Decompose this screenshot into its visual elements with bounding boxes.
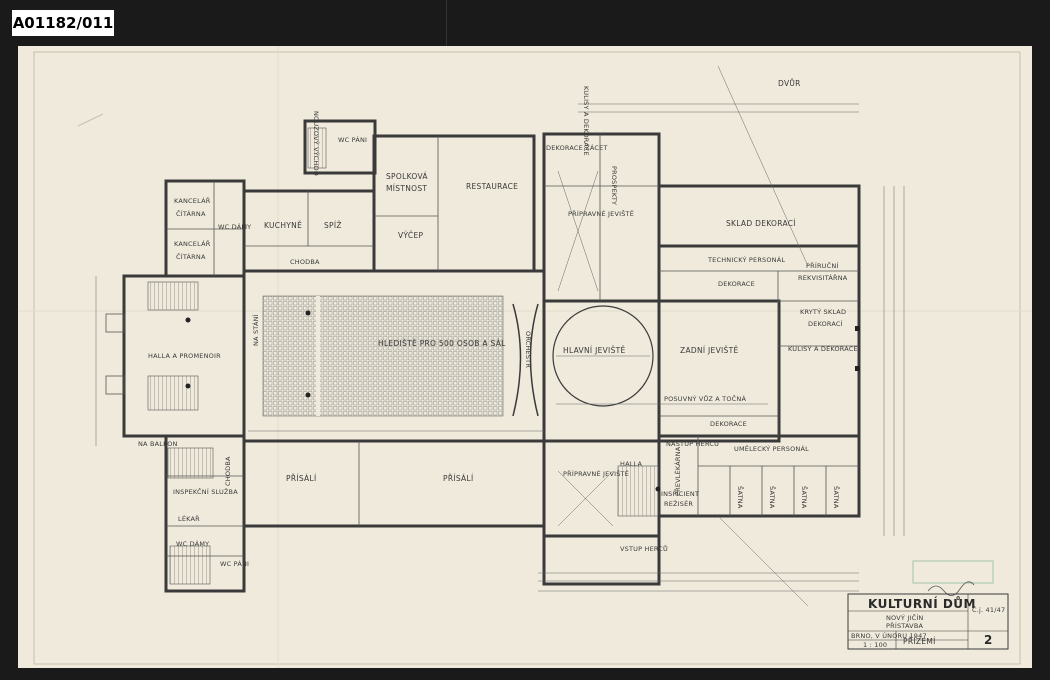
label-halla-small: HALLA [620, 460, 643, 468]
label-kuchyne: KUCHYNĚ [264, 221, 302, 230]
label-chodba-top: CHODBA [290, 258, 320, 266]
label-wc-pani-low: WC PÁNI [220, 559, 249, 568]
auditorium-seating [262, 295, 504, 417]
interior-partitions [166, 134, 859, 557]
label-umelecky-personal: UMĚLECKÝ PERSONÁL [734, 444, 809, 453]
entrance-porch [105, 313, 125, 333]
dimension-lines [95, 65, 905, 607]
pencil-arrow-mark [77, 113, 104, 127]
label-wc-damy-low: WC DÁMY [176, 539, 209, 548]
label-citarna-2: ČÍTÁRNA [176, 252, 206, 261]
label-zadni-jeviste: ZADNÍ JEVIŠTĚ [680, 346, 739, 355]
label-lekar: LÉKAŘ [178, 514, 200, 523]
label-chodba-low: CHODBA [224, 456, 232, 486]
stair-left-upper [147, 281, 199, 311]
label-posuvny-vuz: POSUVNÝ VŮZ A TOČNÁ [664, 394, 746, 403]
label-halla-promenoir: HALLA A PROMENOIR [148, 352, 221, 360]
label-hlavni-jeviste: HLAVNÍ JEVIŠTĚ [563, 346, 626, 355]
columns [185, 310, 860, 492]
label-pripravne-jeviste-1: PŘÍPRAVNÉ JEVIŠTĚ [568, 209, 634, 218]
label-citarna-1: ČÍTÁRNA [176, 209, 206, 218]
label-na-stani: NA STÁNÍ [251, 314, 260, 346]
label-technicky-personal: TECHNICKÝ PERSONÁL [707, 255, 785, 264]
title-side-note: Č.j. 41/47 [972, 605, 1005, 614]
label-kancelar-2: KANCELÁŘ [174, 239, 211, 248]
label-spiz: SPÍŽ [324, 221, 342, 230]
label-dekoraci: DEKORACÍ [808, 319, 843, 328]
archive-id-tag: A01182/011 [12, 10, 114, 36]
stair-wc [169, 545, 211, 585]
revolving-stage-circle [552, 305, 654, 407]
label-nouzovy-vychod: NOUZOVÝ VÝCHOD [312, 111, 321, 176]
label-dvur: DVŮR [778, 79, 801, 88]
label-kryty-sklad: KRYTÝ SKLAD [800, 307, 846, 316]
label-reziser: REŽISÉR [664, 499, 693, 508]
stair-stage [617, 465, 659, 517]
label-prevlekarna: PŘEVLÉKÁRNA [673, 446, 682, 496]
label-orchestr: ORCHESTR [524, 331, 532, 368]
label-satna-2: ŠATNA [768, 486, 777, 509]
label-dekorace-mid: DEKORACE [718, 280, 755, 288]
floor-plan-drawing: DVŮR WC PÁNI NOUZOVÝ VÝCHOD SPOLKOVÁ MÍS… [18, 46, 1032, 668]
approval-stamp [912, 560, 994, 584]
scan-edge-divider [446, 0, 447, 46]
label-wc-pani-top: WC PÁNI [338, 135, 367, 144]
orchestra-pit-edge [512, 303, 522, 417]
title-scale: 1 : 100 [863, 641, 887, 649]
label-restaurace: RESTAURACE [466, 182, 518, 191]
label-prisali-1: PŘÍSÁLÍ [286, 474, 316, 483]
label-dekorace-zacet: DEKORACE ZÁCET [546, 143, 608, 152]
stair-left-lower [147, 375, 199, 411]
building-walls [122, 119, 861, 593]
signature [927, 581, 975, 596]
label-mistnost: MÍSTNOST [386, 184, 427, 193]
title-date: BRNO, V ÚNORU 1947 [851, 631, 927, 640]
title-sheet-type: PŘÍSTAVBA [886, 621, 923, 630]
label-prisali-2: PŘÍSÁLÍ [443, 474, 473, 483]
label-vstup-hercu: VSTUP HERCŮ [620, 544, 668, 553]
label-kulisy-dekorace-right: KULISY A DEKORACE [788, 345, 858, 353]
title-kulturni-dum: KULTURNÍ DŮM [868, 596, 976, 611]
sheet-border [33, 51, 1021, 665]
label-sklad-dekoraci: SKLAD DEKORACÍ [726, 219, 796, 228]
label-inspekcni-sluzba: INSPEKČNÍ SLUŽBA [173, 487, 238, 496]
stair-top [307, 127, 327, 169]
label-kulisy-dekorace-top: KULISY A DEKORACE [582, 86, 590, 156]
label-nastup-hercu: NÁSTUP HERCŮ [666, 439, 719, 448]
title-floor: PŘÍZEMÍ [903, 637, 936, 646]
label-satna-3: ŠATNA [800, 486, 809, 509]
label-prirucni: PŘÍRUČNÍ [806, 261, 839, 270]
label-vycep: VÝČEP [398, 231, 423, 240]
title-block: KULTURNÍ DŮM NOVÝ JIČÍN PŘÍSTAVBA BRNO, … [847, 593, 1009, 650]
label-rekvisitarna: REKVISITÁŘNA [798, 273, 848, 282]
label-na-balkon: NA BALKON [138, 440, 178, 448]
label-spolkova: SPOLKOVÁ [386, 172, 428, 181]
label-hlediste: HLEDIŠTĚ PRO 500 OSOB A SÁL [378, 339, 506, 348]
label-prospekty: PROSPEKTY [610, 166, 618, 205]
label-kancelar-1: KANCELÁŘ [174, 196, 211, 205]
title-sheet-number: 2 [984, 633, 992, 647]
label-inspicient: INSPICIENT [661, 490, 699, 498]
stair-balkon [167, 447, 214, 479]
label-wc-damy-top: WC DÁMY [218, 222, 251, 231]
label-satna-4: ŠATNA [832, 486, 841, 509]
title-location: NOVÝ JIČÍN [886, 613, 924, 622]
label-pripravne-jeviste-2: PŘÍPRAVNÉ JEVIŠTĚ [563, 469, 629, 478]
blueprint-sheet: DVŮR WC PÁNI NOUZOVÝ VÝCHOD SPOLKOVÁ MÍS… [18, 46, 1032, 668]
label-satna-1: ŠATNA [736, 486, 745, 509]
label-dekorace-low: DEKORACE [710, 420, 747, 428]
